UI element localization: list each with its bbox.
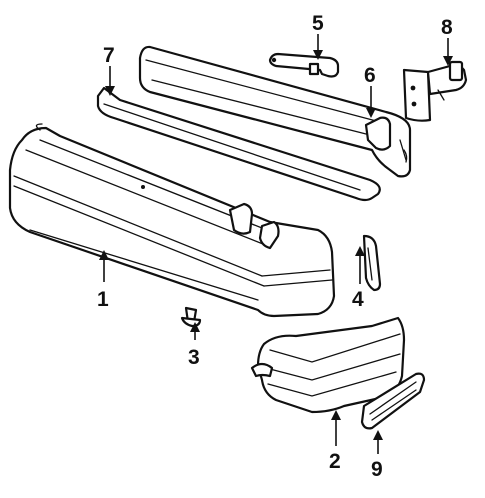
callout-7: 7 [103,44,115,67]
leader-1 [99,250,109,282]
part-6-absorber [138,45,412,178]
part-7-seal-strip [96,86,381,202]
callout-6: 6 [364,64,376,87]
part-9-lower-reflector [360,372,426,430]
leader-7 [105,66,115,96]
leader-4 [355,246,365,284]
callout-8: 8 [441,16,453,39]
part-3-clip [180,306,202,328]
leader-9 [373,430,383,454]
callout-1: 1 [97,288,109,311]
leader-2 [331,410,341,446]
leader-3 [190,322,200,340]
callout-9: 9 [371,458,383,481]
callout-3: 3 [188,346,200,369]
leader-8 [443,38,453,66]
part-5-bracket [268,52,340,78]
part-8-bracket-bolt [402,60,468,122]
leader-5 [313,34,323,60]
part-1-bumper-cover [8,123,336,318]
callout-5: 5 [312,12,324,35]
callout-2: 2 [329,450,341,473]
callout-4: 4 [352,288,364,311]
leader-6 [366,86,376,118]
part-4-side-reflector [362,234,382,292]
